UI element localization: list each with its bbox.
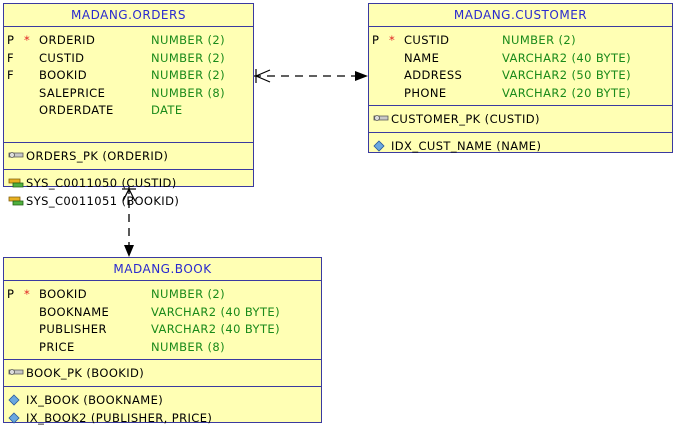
column-name: NAME xyxy=(404,50,440,65)
indexes-section: IX_BOOK (BOOKNAME) IX_BOOK2 (PUBLISHER, … xyxy=(4,387,321,431)
column-name: BOOKID xyxy=(39,287,87,301)
indexes-section: IDX_CUST_NAME (NAME) xyxy=(369,133,672,159)
column-row[interactable]: P * CUSTID NUMBER (2) xyxy=(369,32,672,50)
entity-orders[interactable]: MADANG.ORDERS P * ORDERID NUMBER (2) F CUSTI… xyxy=(3,3,254,208)
foreign-key-icon xyxy=(4,190,26,212)
column-row[interactable]: P * BOOKID NUMBER (2) xyxy=(4,286,321,304)
entity-book[interactable]: MADANG.BOOK P * BOOKID NUMBER (2) BOOKNAME V… xyxy=(3,257,322,425)
index-diamond-icon xyxy=(4,389,26,411)
column-type: NUMBER (8) xyxy=(151,85,226,100)
required-mark: * xyxy=(389,33,396,47)
key-flag: P xyxy=(7,287,15,301)
key-icon xyxy=(4,362,26,384)
entity-title: MADANG.ORDERS xyxy=(4,4,253,27)
index-diamond-icon xyxy=(369,135,391,157)
primary-key-row[interactable]: ORDERS_PK (ORDERID) xyxy=(4,145,253,167)
column-row[interactable]: PRICE NUMBER (8) xyxy=(4,339,321,357)
foreign-key-row[interactable]: SYS_C0011050 (CUSTID) xyxy=(4,172,253,194)
primary-key-label: ORDERS_PK (ORDERID) xyxy=(26,149,169,163)
column-name: PRICE xyxy=(39,339,75,354)
primary-key-section: ORDERS_PK (ORDERID) xyxy=(4,143,253,170)
column-type: NUMBER (2) xyxy=(151,68,226,82)
primary-key-row[interactable]: CUSTOMER_PK (CUSTID) xyxy=(369,108,672,130)
column-row[interactable]: BOOKNAME VARCHAR2 (40 BYTE) xyxy=(4,304,321,322)
columns-section: P * BOOKID NUMBER (2) BOOKNAME VARCHAR2 (40 … xyxy=(4,281,321,360)
crows-foot-icon xyxy=(122,188,136,202)
foreign-key-row[interactable]: SYS_C0011051 (BOOKID) xyxy=(4,190,253,212)
column-row[interactable]: ADDRESS VARCHAR2 (50 BYTE) xyxy=(369,67,672,85)
column-name: PHONE xyxy=(404,85,447,100)
foreign-keys-section: SYS_C0011050 (CUSTID) SYS_C0011051 (BOOK… xyxy=(4,170,253,214)
column-type: NUMBER (2) xyxy=(502,33,577,47)
index-row[interactable]: IX_BOOK (BOOKNAME) xyxy=(4,389,321,411)
foreign-key-icon xyxy=(4,172,26,194)
column-row[interactable]: ORDERDATE DATE xyxy=(4,102,253,120)
column-row[interactable]: SALEPRICE NUMBER (8) xyxy=(4,85,253,103)
primary-key-section: BOOK_PK (BOOKID) xyxy=(4,360,321,387)
column-name: BOOKID xyxy=(39,68,87,82)
column-name: ORDERID xyxy=(39,33,96,47)
arrowhead-icon xyxy=(355,71,368,81)
column-row[interactable]: F CUSTID NUMBER (2) xyxy=(4,50,253,68)
primary-key-section: CUSTOMER_PK (CUSTID) xyxy=(369,106,672,133)
key-flag: P xyxy=(372,33,380,47)
index-row[interactable]: IDX_CUST_NAME (NAME) xyxy=(369,135,672,157)
crows-foot-icon xyxy=(255,69,271,83)
column-row[interactable]: PHONE VARCHAR2 (20 BYTE) xyxy=(369,85,672,103)
column-name: ORDERDATE xyxy=(39,103,114,117)
column-name: PUBLISHER xyxy=(39,322,107,336)
primary-key-label: CUSTOMER_PK (CUSTID) xyxy=(391,112,540,126)
primary-key-row[interactable]: BOOK_PK (BOOKID) xyxy=(4,362,321,384)
column-type: NUMBER (2) xyxy=(151,50,226,65)
column-name: SALEPRICE xyxy=(39,85,106,100)
column-type: DATE xyxy=(151,103,183,117)
column-row[interactable]: F BOOKID NUMBER (2) xyxy=(4,67,253,85)
column-type: VARCHAR2 (40 BYTE) xyxy=(151,322,280,336)
column-row[interactable]: NAME VARCHAR2 (40 BYTE) xyxy=(369,50,672,68)
column-type: NUMBER (2) xyxy=(151,33,226,47)
entity-title: MADANG.BOOK xyxy=(4,258,321,281)
key-icon xyxy=(4,145,26,167)
index-label: IX_BOOK (BOOKNAME) xyxy=(26,393,164,407)
entity-title: MADANG.CUSTOMER xyxy=(369,4,672,27)
index-label: IX_BOOK2 (PUBLISHER, PRICE) xyxy=(26,411,213,425)
key-flag: F xyxy=(7,50,15,65)
entity-customer[interactable]: MADANG.CUSTOMER P * CUSTID NUMBER (2) NAME V… xyxy=(368,3,673,153)
relationship-orders-customer[interactable] xyxy=(253,69,368,83)
foreign-key-label: SYS_C0011050 (CUSTID) xyxy=(26,176,177,190)
required-mark: * xyxy=(24,33,31,47)
index-row[interactable]: IX_BOOK2 (PUBLISHER, PRICE) xyxy=(4,407,321,429)
required-mark: * xyxy=(24,287,31,301)
arrowhead-icon xyxy=(124,245,134,257)
key-icon xyxy=(369,108,391,130)
column-type: NUMBER (8) xyxy=(151,339,226,354)
columns-section: P * ORDERID NUMBER (2) F CUSTID NUMBER (2) F B… xyxy=(4,27,253,143)
key-flag: F xyxy=(7,68,15,82)
column-type: NUMBER (2) xyxy=(151,287,226,301)
column-type: VARCHAR2 (50 BYTE) xyxy=(502,68,631,82)
column-name: ADDRESS xyxy=(404,68,463,82)
column-row[interactable]: PUBLISHER VARCHAR2 (40 BYTE) xyxy=(4,321,321,339)
foreign-key-label: SYS_C0011051 (BOOKID) xyxy=(26,194,180,208)
column-type: VARCHAR2 (40 BYTE) xyxy=(151,304,280,319)
key-flag: P xyxy=(7,33,15,47)
column-name: CUSTID xyxy=(39,50,85,65)
column-name: CUSTID xyxy=(404,33,450,47)
index-label: IDX_CUST_NAME (NAME) xyxy=(391,139,542,153)
column-row[interactable]: P * ORDERID NUMBER (2) xyxy=(4,32,253,50)
relationship-orders-book[interactable] xyxy=(122,186,136,257)
column-type: VARCHAR2 (20 BYTE) xyxy=(502,85,631,100)
columns-section: P * CUSTID NUMBER (2) NAME VARCHAR2 (40 BYTE… xyxy=(369,27,672,106)
column-type: VARCHAR2 (40 BYTE) xyxy=(502,50,631,65)
index-diamond-icon xyxy=(4,407,26,429)
primary-key-label: BOOK_PK (BOOKID) xyxy=(26,366,145,380)
column-name: BOOKNAME xyxy=(39,304,110,319)
